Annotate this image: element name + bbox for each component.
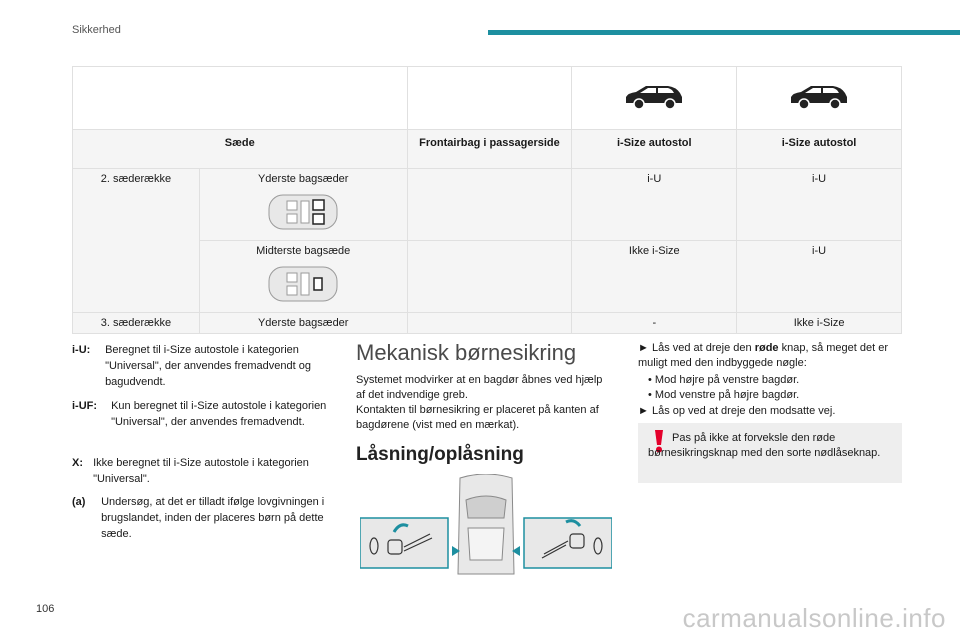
legend-key: i-UF: <box>72 400 98 412</box>
table-cell-seat: Yderste bagsæder <box>198 312 408 334</box>
table-cell: Ikke i-Size <box>736 312 902 334</box>
row-label: 3. sæderække <box>72 312 200 334</box>
table-cell-seat: Midterste bagsæde <box>198 240 408 313</box>
section-title: Sikkerhed <box>72 24 121 36</box>
paragraph: Kontakten til børnesikring er placeret p… <box>356 404 599 431</box>
list-item: • Mod højre på venstre bagdør. <box>648 373 898 388</box>
child-seat-table: Sæde Frontairbag i passagerside i-Size a… <box>72 66 902 334</box>
list-item-text: Mod højre på venstre bagdør. <box>654 374 800 386</box>
suv-icon <box>736 66 902 130</box>
header-accent-bar <box>488 30 960 35</box>
arrow-bullet-icon: ► <box>638 342 649 354</box>
legend-text: Kun beregnet til i-Size autostole i kate… <box>111 400 327 428</box>
step-text-bold: røde <box>754 342 779 354</box>
subsection-heading: Låsning/oplåsning <box>356 444 524 465</box>
table-cell <box>406 240 573 313</box>
col-header-seat: Sæde <box>72 129 408 169</box>
table-cell: i-U <box>736 168 902 241</box>
legend-item: i-UF: Kun beregnet til i-Size autostole … <box>72 398 342 430</box>
suv-icon <box>571 66 738 130</box>
seat-position-diagram-icon <box>268 266 338 302</box>
legend-item: i-U: Beregnet til i-Size autostole i kat… <box>72 342 342 390</box>
table-cell-seat: Yderste bagsæder <box>198 168 408 241</box>
instruction-step: ► Lås op ved at dreje den modsatte vej. <box>638 404 902 419</box>
table-cell <box>406 312 573 334</box>
page-number: 106 <box>36 603 55 615</box>
table-cell: i-U <box>736 240 902 313</box>
warning-text: Pas på ikke at forveksle den røde børnes… <box>648 432 881 459</box>
seat-position-diagram-icon <box>268 194 338 230</box>
paragraph: Systemet modvirker at en bagdør åbnes ve… <box>356 374 603 401</box>
col-header-airbag: Frontairbag i passagerside <box>406 129 573 169</box>
col-header-isize-1: i-Size autostol <box>571 129 738 169</box>
legend-key: i-U: <box>72 344 91 356</box>
list-item-text: Mod venstre på højre bagdør. <box>654 389 800 401</box>
table-cell: - <box>571 312 738 334</box>
child-lock-illustration <box>360 474 612 575</box>
legend-text: Beregnet til i-Size autostole i kategori… <box>105 344 311 388</box>
arrow-bullet-icon: ► <box>638 405 649 417</box>
instruction-step: ► Lås ved at dreje den røde knap, så meg… <box>638 341 902 371</box>
legend-item: (a) Undersøg, at det er tilladt ifølge l… <box>72 494 342 542</box>
legend-text: Undersøg, at det er tilladt ifølge lovgi… <box>101 496 325 540</box>
step-text: knap, så meget det er muligt med den ind… <box>638 342 888 369</box>
bullet-icon: • <box>648 374 652 386</box>
step-text: Lås op ved at dreje den modsatte vej. <box>651 405 836 417</box>
table-cell: i-U <box>571 168 738 241</box>
legend-key: X: <box>72 457 83 469</box>
legend-text: Ikke beregnet til i-Size autostole i kat… <box>93 457 309 485</box>
seat-label: Yderste bagsæder <box>257 173 349 185</box>
seat-label: Midterste bagsæde <box>256 245 351 257</box>
bullet-icon: • <box>648 389 652 401</box>
watermark: carmanualsonline.info <box>682 603 946 633</box>
table-cell <box>406 168 573 241</box>
list-item: • Mod venstre på højre bagdør. <box>648 388 898 403</box>
legend-item: X: Ikke beregnet til i-Size autostole i … <box>72 455 342 487</box>
legend-key: (a) <box>72 496 86 508</box>
table-cell: Ikke i-Size <box>571 240 738 313</box>
section-heading: Mekanisk børnesikring <box>356 340 577 365</box>
warning-box: Pas på ikke at forveksle den røde børnes… <box>638 423 902 483</box>
col-header-isize-2: i-Size autostol <box>736 129 902 169</box>
row-label: 2. sæderække <box>72 168 200 313</box>
step-text: Lås ved at dreje den <box>651 342 755 354</box>
warning-exclamation-icon <box>655 430 663 453</box>
